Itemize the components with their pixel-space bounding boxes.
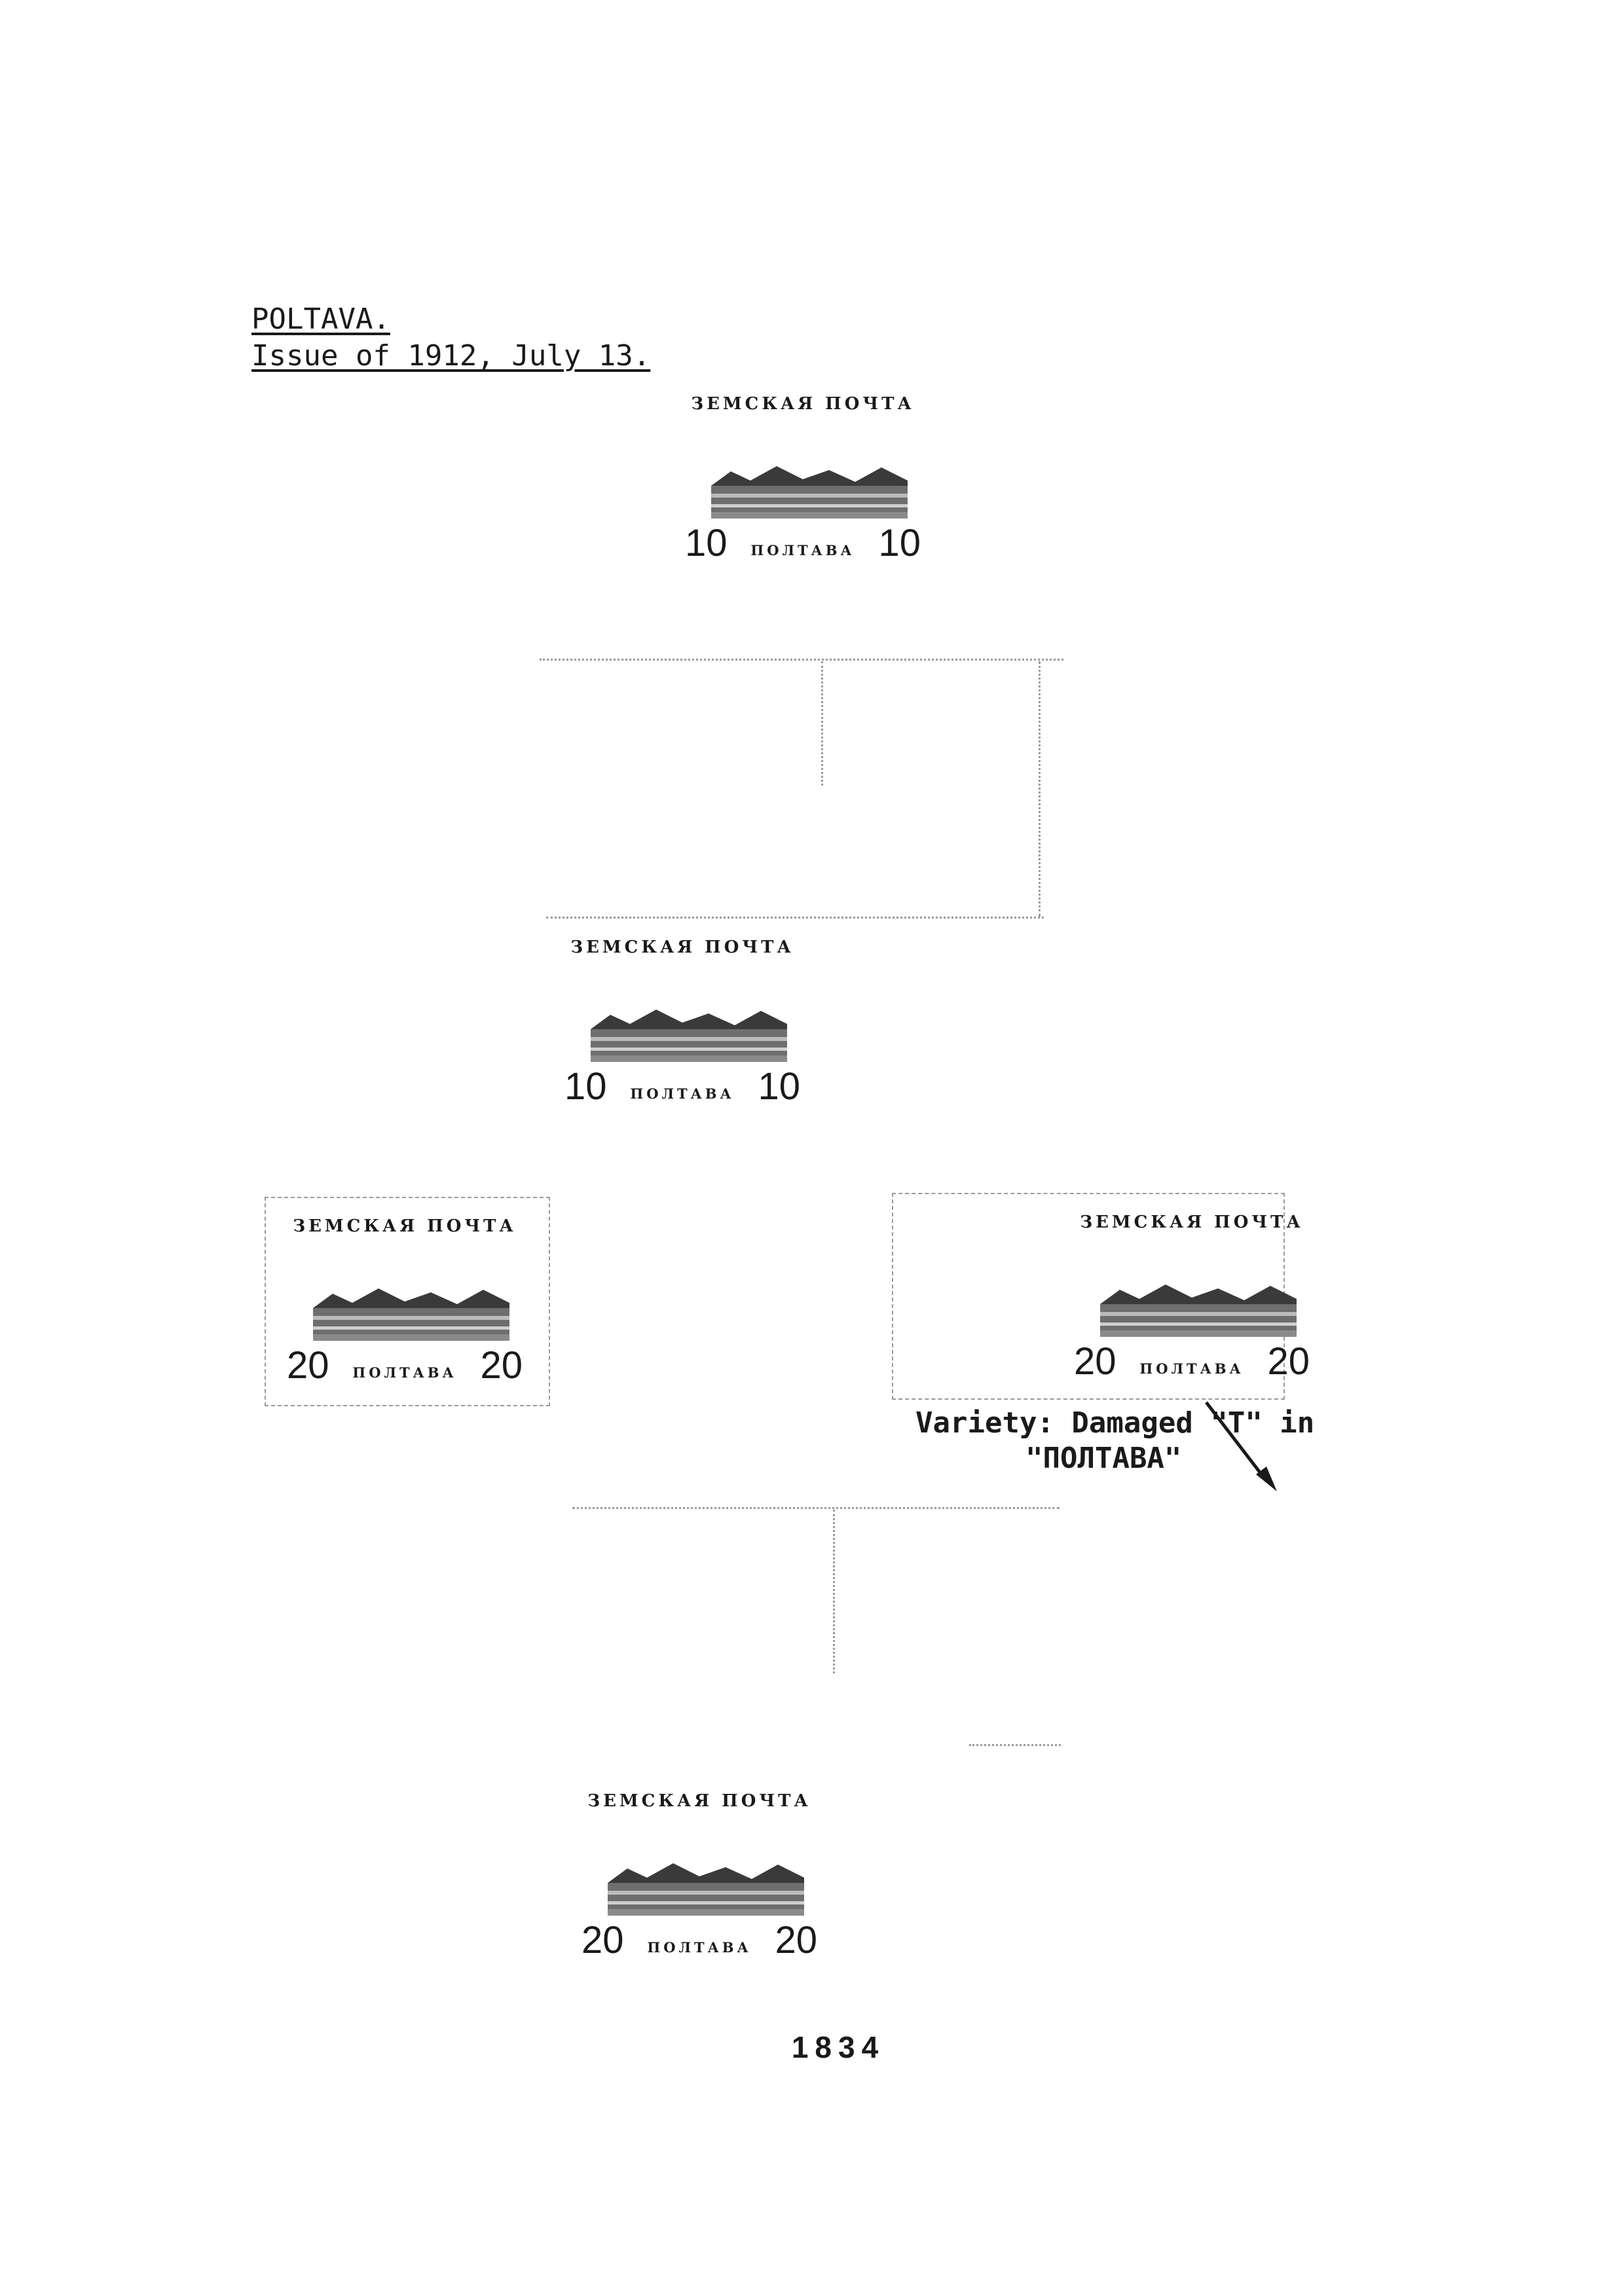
mount-frame-top	[540, 659, 1063, 661]
stamp-value-left: 20	[1074, 1340, 1116, 1383]
stamp-value-left: 20	[287, 1344, 329, 1387]
stamp-10-middle: ЗЕМСКАЯ ПОЧТА 10 10 ПОЛТАВА	[564, 938, 800, 1134]
landscape-vignette	[313, 1288, 509, 1341]
variety-arrow-icon	[1205, 1401, 1277, 1491]
issue-date: Issue of 1912, July 13.	[251, 339, 651, 373]
stamp-20-left: ЗЕМСКАЯ ПОЧТА 20 20 ПОЛТАВА	[287, 1216, 523, 1413]
page-number: 1834	[791, 2030, 885, 2064]
mount-frame-bottom	[546, 917, 1044, 919]
stamp-frame-left	[265, 1197, 550, 1406]
landscape-vignette	[711, 466, 908, 519]
stamp-value-right: 20	[1267, 1340, 1310, 1383]
landscape-vignette	[1100, 1285, 1297, 1337]
stamp-town-name: ПОЛТАВА	[647, 1939, 752, 1956]
stamp-10-top: ЗЕМСКАЯ ПОЧТА 10 10 ПОЛТАВА	[685, 394, 921, 591]
stamp-town-name: ПОЛТАВА	[352, 1364, 457, 1381]
stamp-value-right: 20	[775, 1919, 817, 1961]
stamp-top-text: ЗЕМСКАЯ ПОЧТА	[1080, 1212, 1304, 1232]
variety-caption-line2: "ПОЛТАВА"	[1025, 1442, 1182, 1475]
mount-frame-divider	[821, 661, 823, 786]
mount-frame-lower-bottom	[969, 1744, 1061, 1746]
stamp-top-text: ЗЕМСКАЯ ПОЧТА	[570, 938, 794, 957]
stamp-top-text: ЗЕМСКАЯ ПОЧТА	[293, 1216, 517, 1236]
mount-frame-lower-top	[572, 1507, 1060, 1509]
stamp-value-left: 20	[581, 1919, 624, 1961]
stamp-value-left: 10	[564, 1065, 607, 1108]
stamp-value-right: 10	[878, 522, 921, 564]
landscape-vignette	[591, 1010, 787, 1062]
page-heading: POLTAVA. Issue of 1912, July 13.	[251, 301, 650, 374]
stamp-value-right: 10	[758, 1065, 800, 1108]
stamp-20-bottom: ЗЕМСКАЯ ПОЧТА 20 20 ПОЛТАВА	[581, 1791, 817, 1988]
mount-frame-lower-divider	[833, 1510, 835, 1673]
stamp-top-text: ЗЕМСКАЯ ПОЧТА	[587, 1791, 811, 1811]
variety-caption-line1: Variety: Damaged "T" in	[915, 1406, 1315, 1440]
stamp-value-right: 20	[480, 1344, 523, 1387]
stamp-town-name: ПОЛТАВА	[750, 542, 855, 558]
mount-frame-right	[1039, 661, 1041, 917]
stamp-town-name: ПОЛТАВА	[1139, 1360, 1244, 1377]
stamp-value-left: 10	[685, 522, 728, 564]
title-poltava: POLTAVA.	[251, 302, 390, 336]
landscape-vignette	[608, 1863, 804, 1916]
stamp-20-right-variety: ЗЕМСКАЯ ПОЧТА 20 20 ПОЛТАВА	[1074, 1212, 1310, 1409]
stamp-town-name: ПОЛТАВА	[630, 1085, 735, 1102]
stamp-top-text: ЗЕМСКАЯ ПОЧТА	[691, 394, 915, 414]
